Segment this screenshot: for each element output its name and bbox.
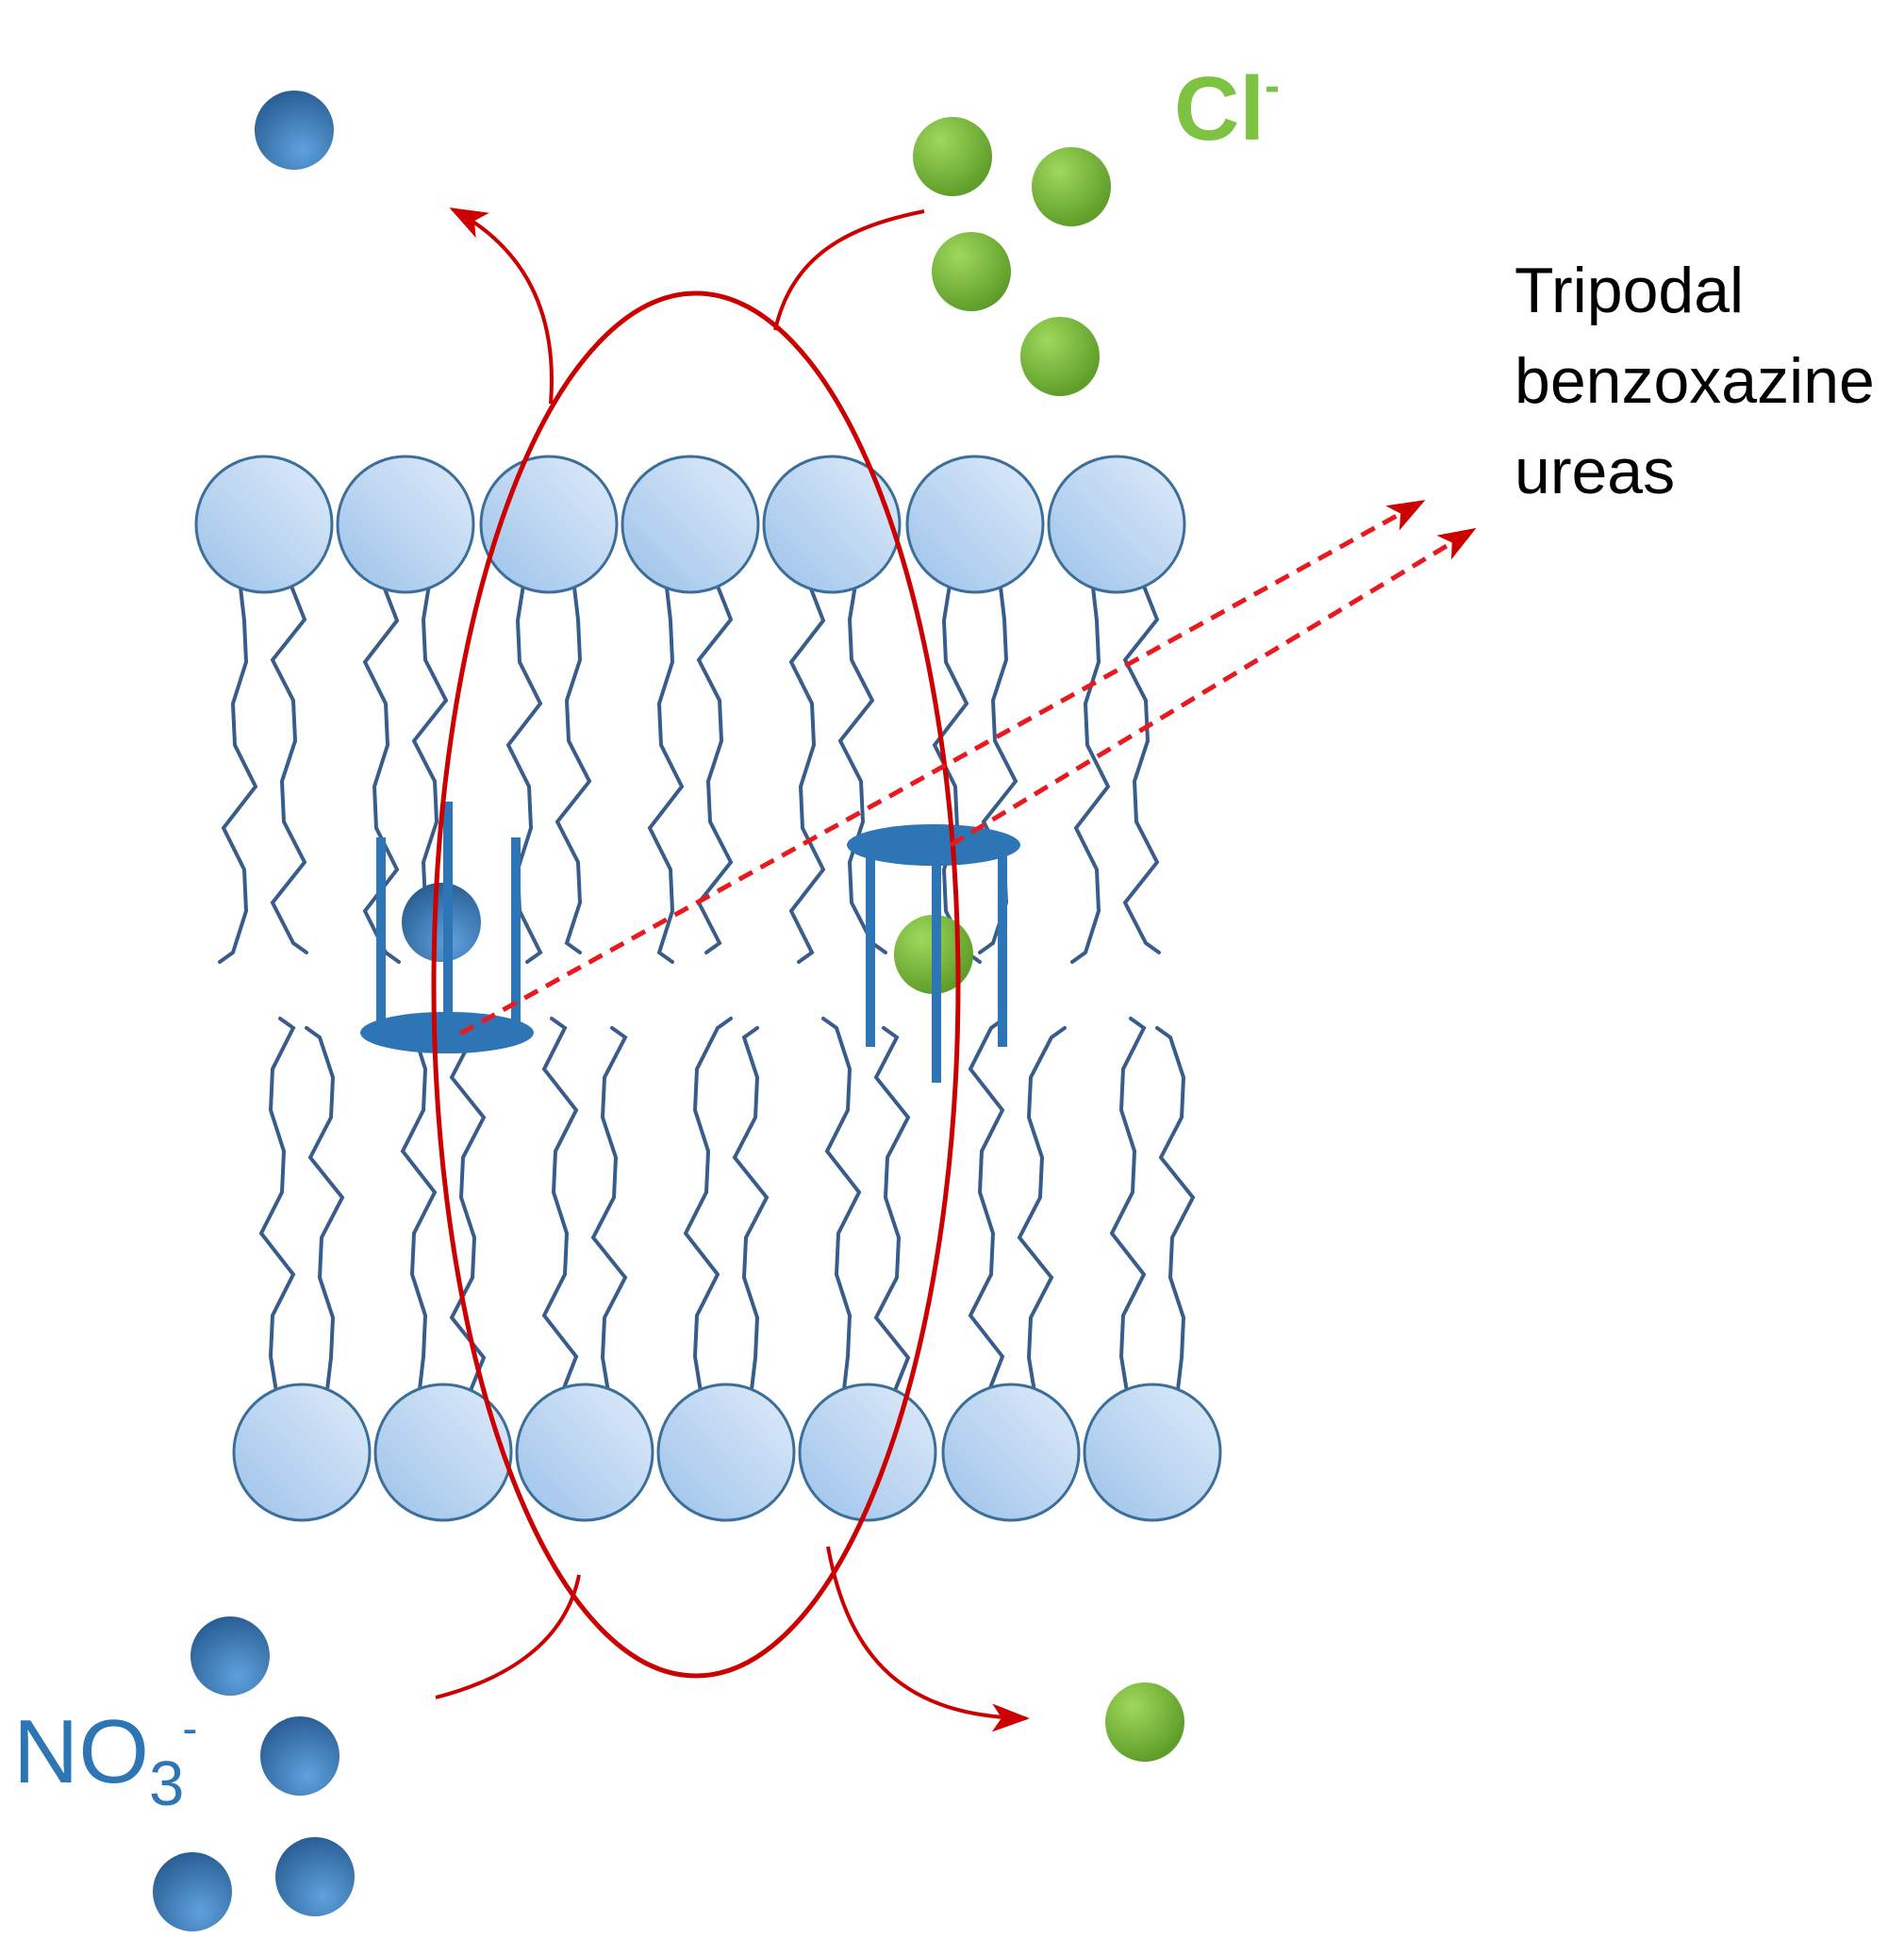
upper-leaflet-tails	[218, 577, 1161, 964]
chloride-ion-released	[1105, 1682, 1184, 1762]
receptor-chloride-complex	[847, 824, 1020, 1083]
lipid-tail	[968, 1017, 1006, 1400]
lipid-tail	[1109, 1017, 1147, 1400]
lipid-tail	[541, 1017, 579, 1400]
lipid-head	[515, 1383, 654, 1522]
lipid-head	[1047, 455, 1186, 594]
lipid-head	[194, 455, 334, 594]
lower-leaflet-heads	[232, 1383, 1222, 1522]
nitrate-ion-released	[255, 91, 334, 170]
receptor-label-line: Tripodal	[1515, 255, 1745, 326]
lipid-tail	[218, 577, 258, 964]
lipid-tail	[696, 577, 734, 954]
upper-leaflet-heads	[194, 455, 1186, 594]
chloride-release-arrow	[826, 1546, 1030, 1732]
receptor-label-line: ureas	[1515, 436, 1676, 507]
chloride-entry-arrow	[773, 209, 925, 331]
receptor-label: Tripodal benzoxazine ureas	[1515, 245, 1892, 517]
receptor-leg	[511, 837, 521, 1026]
lipid-tail	[400, 1017, 438, 1400]
chloride-ions-outside	[913, 117, 1111, 396]
lipid-tail	[788, 577, 826, 964]
nitrate-ion	[190, 1616, 270, 1696]
nitrate-ion-bound	[402, 883, 481, 962]
nitrate-label: NO3-	[13, 1704, 198, 1815]
chloride-ion	[1020, 317, 1100, 396]
chloride-symbol: Cl	[1174, 58, 1265, 159]
receptor-leg	[998, 849, 1007, 1047]
receptor-label-line: benzoxazine	[1515, 345, 1875, 417]
chloride-label: Cl-	[1174, 64, 1280, 155]
nitrate-release-arrow	[449, 207, 554, 405]
receptor-pointer-2	[949, 527, 1477, 848]
lipid-tail	[1070, 577, 1111, 964]
receptor-leg	[443, 802, 453, 1028]
lipid-tail	[873, 1026, 911, 1400]
nitrate-entry-arrow	[435, 1574, 581, 1699]
nitrate-charge: -	[182, 1704, 198, 1755]
receptor-leg	[866, 849, 875, 1047]
lipid-tail	[683, 1017, 733, 1400]
chloride-ion	[913, 117, 992, 196]
lipid-head	[762, 455, 902, 594]
lipid-tail	[555, 577, 592, 954]
lipid-tail	[449, 1026, 488, 1400]
lipid-head	[232, 1383, 372, 1522]
lipid-tail	[647, 577, 685, 964]
nitrate-ion	[153, 1852, 232, 1931]
lipid-tail	[505, 577, 543, 964]
receptor-nitrate-complex	[360, 802, 534, 1053]
lipid-head	[941, 1383, 1081, 1522]
lipid-tail	[258, 1017, 296, 1400]
lipid-tail	[270, 577, 308, 954]
lipid-head	[1083, 1383, 1222, 1522]
nitrate-ion	[260, 1716, 339, 1796]
lipid-tail	[1155, 1026, 1196, 1400]
receptor-leg	[376, 837, 386, 1026]
nitrate-subscript: 3	[149, 1748, 185, 1819]
lipid-head	[373, 1383, 513, 1522]
lipid-tail	[837, 577, 887, 954]
chloride-charge: -	[1265, 61, 1280, 112]
receptor-leg	[932, 849, 941, 1083]
lipid-head	[905, 455, 1045, 594]
lipid-tail	[1122, 577, 1161, 954]
lipid-tail	[821, 1017, 862, 1400]
lipid-head	[656, 1383, 796, 1522]
lipid-tail	[732, 1026, 770, 1400]
lipid-head	[336, 455, 475, 594]
lipid-tail	[305, 1026, 345, 1400]
lipid-tail	[362, 577, 401, 964]
lower-leaflet-tails	[258, 1017, 1196, 1400]
lipid-tail	[1017, 1026, 1067, 1400]
lipid-head	[798, 1383, 937, 1522]
nitrate-ions-inside	[153, 1616, 355, 1931]
transport-cycle-loop	[431, 290, 961, 1679]
receptor-pointer-1	[458, 499, 1426, 1036]
receptor-base	[360, 1012, 534, 1053]
chloride-ion	[932, 232, 1011, 311]
nitrate-ion	[275, 1837, 355, 1916]
lipid-tail	[590, 1026, 628, 1400]
receptor-base	[847, 824, 1020, 866]
nitrate-base: NO	[13, 1701, 149, 1802]
chloride-ion	[1032, 147, 1111, 226]
lipid-head	[621, 455, 760, 594]
